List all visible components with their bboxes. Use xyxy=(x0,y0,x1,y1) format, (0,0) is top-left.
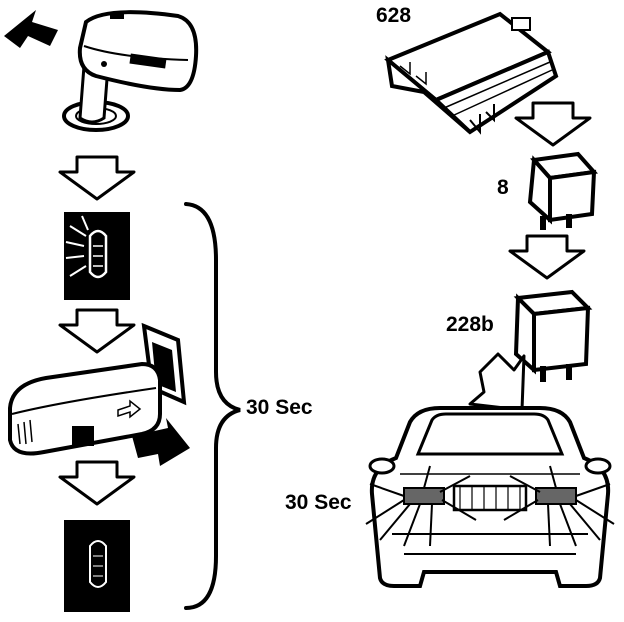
bracket-duration-label: 30 Sec xyxy=(246,396,313,419)
arrow-down-2 xyxy=(58,308,136,354)
arrow-down-4 xyxy=(514,101,592,147)
car-duration-label: 30 Sec xyxy=(285,491,352,514)
headlight-left xyxy=(403,487,445,505)
duration-bracket xyxy=(184,202,241,610)
arrow-down-3 xyxy=(58,460,136,506)
car-front-icon xyxy=(365,406,615,588)
ignition-key-icon xyxy=(4,10,199,132)
relay-228b-icon xyxy=(513,289,593,382)
relay-8-icon xyxy=(527,151,598,230)
arrow-diagonal xyxy=(468,352,526,412)
control-module-icon xyxy=(384,11,559,135)
grille xyxy=(452,484,528,512)
arrow-down-1 xyxy=(58,155,136,201)
relay-228b-label: 228b xyxy=(446,313,494,336)
indicator-off-icon xyxy=(64,520,130,612)
key-turn-arrow-icon xyxy=(4,10,58,48)
arrow-down-5 xyxy=(508,234,586,280)
headlight-rays-icon xyxy=(365,465,615,547)
flashing-indicator-icon xyxy=(64,212,130,300)
headlight-right xyxy=(535,487,577,505)
module-628-label: 628 xyxy=(376,4,412,27)
turn-signal-stalk-icon xyxy=(8,322,190,466)
stalk-push-arrow-icon xyxy=(132,418,190,466)
relay-8-label: 8 xyxy=(497,176,509,199)
